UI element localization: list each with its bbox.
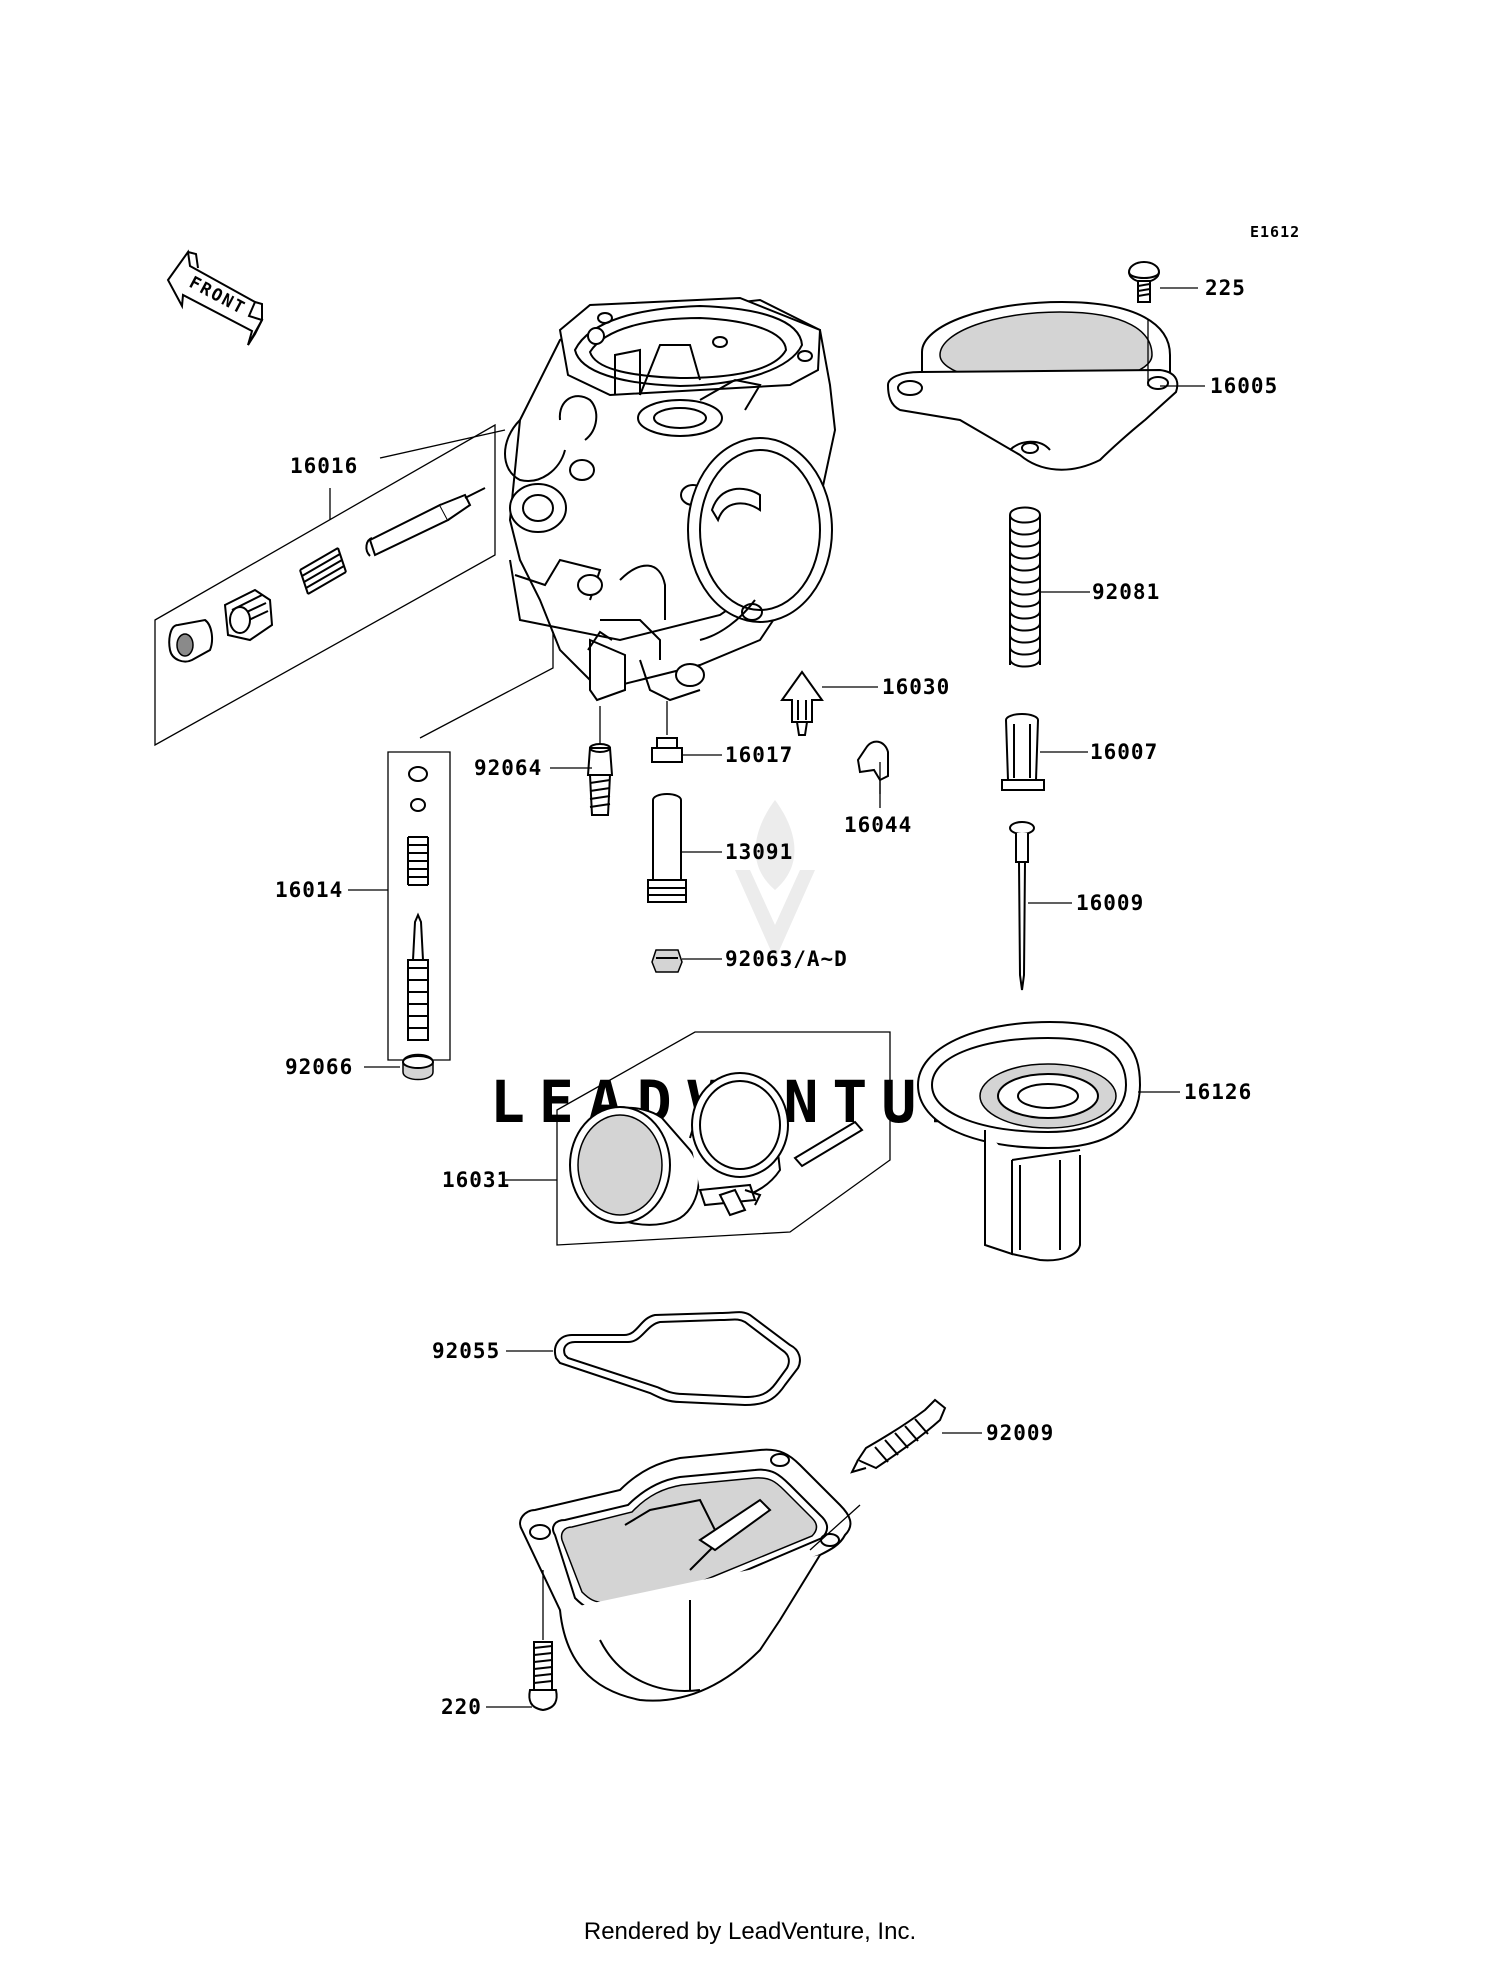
part-16007-needle-holder bbox=[1001, 713, 1045, 791]
part-92009-drain-screw bbox=[850, 1398, 947, 1474]
callout-13091: 13091 bbox=[725, 840, 793, 864]
callout-16007: 16007 bbox=[1090, 740, 1158, 764]
part-225-screw bbox=[1128, 261, 1160, 303]
part-16044-clip bbox=[856, 740, 889, 794]
callout-16016: 16016 bbox=[290, 454, 358, 478]
part-16031-choke-kit bbox=[556, 1031, 891, 1246]
callout-92009: 92009 bbox=[986, 1421, 1054, 1445]
part-92063-main-jet bbox=[651, 949, 683, 973]
callout-16126: 16126 bbox=[1184, 1080, 1252, 1104]
callout-labels: 225 16005 16016 92081 16030 16007 92064 … bbox=[275, 276, 1278, 1719]
part-92081-spring bbox=[1009, 506, 1041, 668]
callout-16014: 16014 bbox=[275, 878, 343, 902]
part-92066-cap bbox=[402, 1053, 434, 1081]
carburetor-body bbox=[504, 296, 837, 702]
callout-92055: 92055 bbox=[432, 1339, 500, 1363]
part-16126-vacuum-piston bbox=[916, 1020, 1142, 1262]
part-16030-float-valve bbox=[780, 670, 824, 736]
callout-92064: 92064 bbox=[474, 756, 542, 780]
part-92064-screw bbox=[586, 706, 614, 816]
front-arrow-icon: FRONT bbox=[166, 249, 264, 346]
part-16017-jet bbox=[651, 701, 683, 763]
float-bowl bbox=[519, 1448, 852, 1702]
callout-16005: 16005 bbox=[1210, 374, 1278, 398]
part-16005-top-cover bbox=[886, 300, 1179, 471]
callout-16030: 16030 bbox=[882, 675, 950, 699]
callout-225: 225 bbox=[1205, 276, 1246, 300]
callout-16009: 16009 bbox=[1076, 891, 1144, 915]
callout-16017: 16017 bbox=[725, 743, 793, 767]
callout-220: 220 bbox=[441, 1695, 482, 1719]
part-16016-pilot-screw-kit bbox=[154, 423, 506, 747]
part-13091-needle-jet bbox=[647, 793, 687, 903]
part-220-screw bbox=[528, 1570, 558, 1712]
part-16009-jet-needle bbox=[1009, 821, 1035, 991]
callout-92081: 92081 bbox=[1092, 580, 1160, 604]
callout-16044: 16044 bbox=[844, 813, 912, 837]
callout-92066: 92066 bbox=[285, 1055, 353, 1079]
part-16014-jet-needle-kit bbox=[387, 632, 554, 1061]
leader-lines bbox=[329, 287, 1205, 1708]
footer-credit: Rendered by LeadVenture, Inc. bbox=[583, 1918, 917, 1945]
part-92055-gasket bbox=[554, 1311, 801, 1407]
reference-code: E1612 bbox=[1250, 223, 1300, 241]
callout-16031: 16031 bbox=[442, 1168, 510, 1192]
callout-92063: 92063/A~D bbox=[725, 947, 848, 971]
